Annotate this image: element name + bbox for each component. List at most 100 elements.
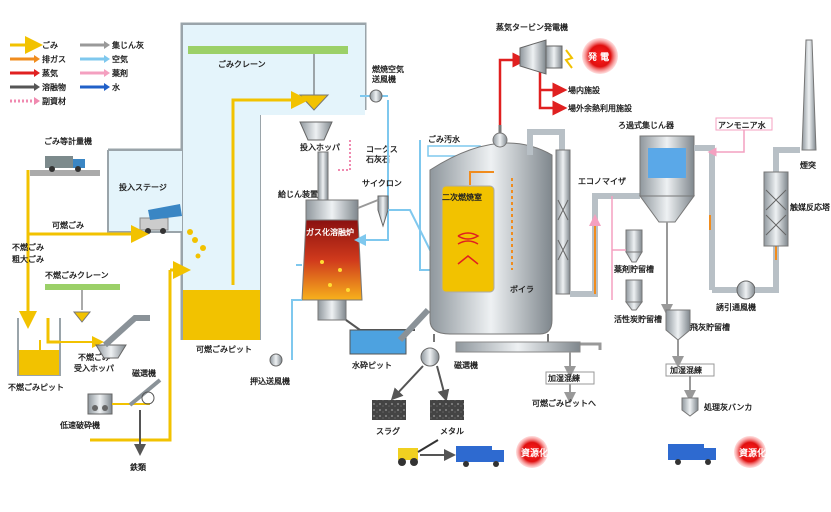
humidifier1-label: 加湿混練 [547, 373, 580, 383]
legend-item: 排ガス [10, 54, 66, 64]
cyclone-label: サイクロン [362, 178, 402, 188]
chem-tank-icon [625, 229, 643, 253]
fan-icon [369, 89, 383, 103]
push-fan-icon [269, 353, 283, 367]
bag-filter-section: ろ過式集じん器 アンモニア水 薬剤貯留槽 活性炭貯留槽 飛灰貯留槽 加湿混練 処… [611, 117, 773, 468]
carbon-tank-label: 活性炭貯留槽 [614, 314, 662, 324]
induced-fan-label: 誘引通風機 [716, 302, 756, 312]
carbon-tank-icon [625, 279, 643, 303]
legend-label: 集じん灰 [111, 40, 144, 50]
noncomb-crane-label: 不燃ごみクレーン [45, 270, 109, 280]
power-badge [582, 38, 618, 74]
coke-label-2: 石灰石 [365, 154, 390, 164]
economizer-icon [555, 149, 571, 295]
legend-label: ごみ [42, 40, 58, 50]
induced-fan-icon [736, 280, 756, 300]
dump-truck-icon [139, 204, 206, 259]
recycle-badge [516, 436, 548, 468]
legend-item: 空気 [80, 54, 128, 64]
waste-water-label: ごみ汚水 [428, 134, 461, 144]
treated-ash-label: 処理灰バンカ [703, 402, 752, 412]
air-fan-label-1: 燃焼空気 [372, 64, 404, 74]
stage-label: 投入ステージ [119, 182, 167, 192]
ammonia-label: アンモニア水 [718, 120, 767, 130]
crusher-label: 低速破砕機 [59, 420, 100, 430]
secondary-label: 二次燃焼室 [442, 192, 482, 202]
legend-item: 集じん灰 [80, 40, 144, 50]
magnet1-label: 磁選機 [132, 368, 156, 378]
melting-furnace-icon [301, 219, 363, 301]
humidifier2-label: 加湿混練 [669, 365, 702, 375]
metal-label: メタル [440, 426, 464, 436]
truck-scale: ごみ等計量機 [30, 136, 100, 176]
legend-label: 水 [111, 82, 121, 92]
legend: ごみ 排ガス 蒸気 溶融物 副資材 集じん灰 空気 薬剤 水 [10, 36, 144, 106]
air-fan-label-2: 送風機 [371, 74, 396, 84]
water-pit-label: 水砕ピット [351, 360, 392, 370]
slag-pile-icon [372, 400, 406, 420]
legend-label: 排ガス [42, 54, 66, 64]
furnace-section: 投入ホッパ 給じん装置 コークス 石灰石 ガス化溶融炉 燃焼空気 送風機 押込送… [250, 64, 548, 468]
recycle2-label: 資源化 [739, 447, 766, 459]
legend-item: 薬剤 [80, 68, 128, 78]
noncomb-label-2: 粗大ごみ [12, 254, 44, 264]
noncomb-pit-label: 不燃ごみピット [8, 382, 64, 392]
iron-label: 鉄類 [130, 462, 147, 472]
economizer-section: エコノマイザ [527, 129, 640, 297]
combustible-pit-fill [183, 290, 260, 340]
water-pit-icon [349, 329, 407, 355]
legend-item: 副資材 [10, 96, 66, 106]
legend-label: 副資材 [42, 96, 66, 106]
magnet2-label: 磁選機 [454, 360, 478, 370]
furnace-label: ガス化溶融炉 [306, 227, 354, 237]
truck-icon [45, 156, 73, 168]
metal-pile-icon [430, 400, 464, 420]
legend-item: 水 [80, 82, 121, 92]
hopper-label: 投入ホッパ [300, 142, 340, 152]
noncomb-hopper-label-2: 受入ホッパ [74, 363, 114, 373]
boiler-section: ごみ汚水 二次燃焼室 ボイラ 加湿混練 可燃ごみピットへ [419, 52, 602, 408]
recycle-badge [734, 436, 766, 468]
turbine-group: 蒸気タービン発電機 発 電 場内施設 場外余熱利用施設 [496, 22, 633, 113]
scale-label: ごみ等計量機 [44, 136, 92, 146]
crusher-icon [87, 393, 113, 415]
recycle1-label: 資源化 [521, 447, 548, 459]
legend-item: 溶融物 [10, 82, 66, 92]
power-label: 発 電 [587, 51, 609, 63]
to-pit-label: 可燃ごみピットへ [532, 398, 596, 408]
chem-tank-label: 薬剤貯留槽 [613, 264, 654, 274]
cyclone-icon [377, 195, 389, 228]
combustible-label: 可燃ごみ [52, 220, 84, 230]
noncomb-hopper-label-1: 不燃ごみ [78, 352, 110, 362]
turbine-label: 蒸気タービン発電機 [496, 22, 568, 32]
chimney-label: 煙突 [800, 160, 816, 170]
hopper-icon [299, 121, 333, 141]
stack-section: 誘引通風機 触媒反応塔 煙突 [712, 39, 831, 312]
coke-label-1: コークス [366, 144, 398, 154]
noncombustible-pit: 不燃ごみピット 不燃ごみクレーン 不燃ごみ 受入ホッパ 低速破砕機 磁選機 鉄類 [8, 270, 162, 472]
legend-label: 溶融物 [42, 82, 66, 92]
legend-label: 空気 [112, 54, 128, 64]
ash-bunker-icon [681, 397, 699, 417]
slag-label: スラグ [376, 426, 400, 436]
feeder-label: 給じん装置 [278, 189, 318, 199]
fly-ash-tank-icon [665, 309, 691, 341]
crane-rail [188, 46, 348, 54]
noncomb-label-1: 不燃ごみ [12, 242, 44, 252]
catalyst-label: 触媒反応塔 [790, 202, 831, 212]
crane-label: ごみクレーン [218, 59, 266, 69]
boiler-label: ボイラ [510, 284, 534, 294]
push-fan-label: 押込送風機 [250, 376, 290, 386]
bag-filter-label: ろ過式集じん器 [618, 120, 675, 130]
legend-item: 蒸気 [10, 68, 58, 78]
legend-label: 蒸気 [42, 68, 58, 78]
truck-icon [668, 444, 716, 465]
fly-ash-label: 飛灰貯留槽 [689, 322, 730, 332]
in-plant-label: 場内施設 [568, 85, 601, 95]
economizer-label: エコノマイザ [578, 177, 626, 186]
outside-label: 場外余熱利用施設 [568, 103, 633, 113]
chimney-icon [801, 39, 817, 151]
loader-icon [398, 439, 439, 466]
pit-building: ごみクレーン 可燃ごみピット 投入ステージ [107, 22, 367, 354]
